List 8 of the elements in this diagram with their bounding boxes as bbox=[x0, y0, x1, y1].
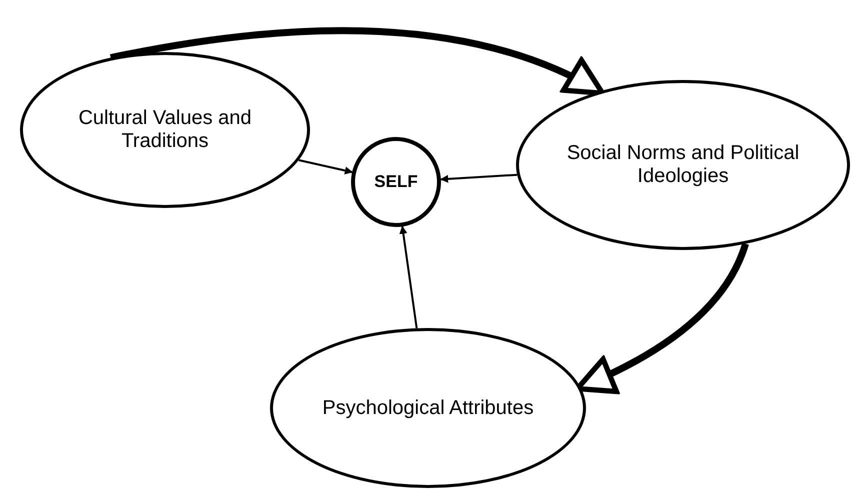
node-label: SELF bbox=[374, 172, 418, 192]
node-label: Social Norms and Political Ideologies bbox=[566, 142, 800, 188]
arrow bbox=[440, 174, 518, 183]
broad-arrow bbox=[110, 27, 606, 96]
node-label: Cultural Values and Traditions bbox=[77, 107, 253, 153]
arrow bbox=[399, 226, 418, 328]
arrow bbox=[298, 159, 353, 174]
node-label: Psychological Attributes bbox=[322, 396, 534, 420]
